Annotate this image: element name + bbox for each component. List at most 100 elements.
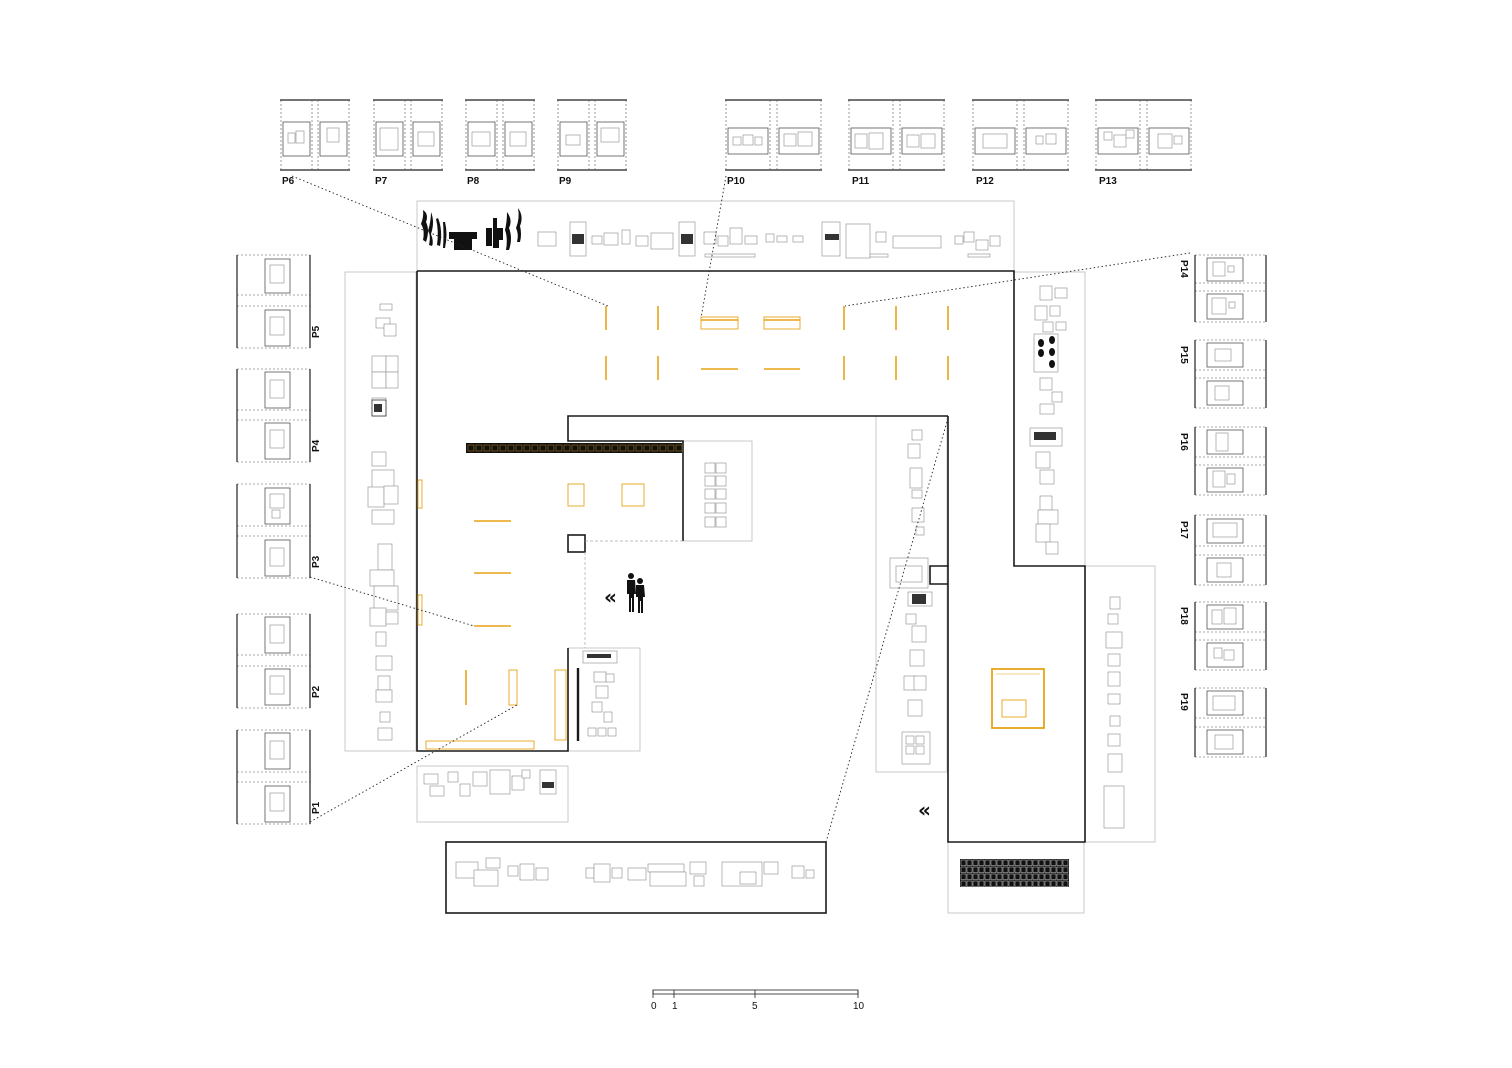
bench-tile [475, 444, 483, 452]
elevation-label-p7: P7 [375, 176, 388, 187]
seat [984, 866, 991, 873]
seat [960, 880, 967, 887]
elevation-label-p1: P1 [311, 801, 322, 814]
bench-tile [515, 444, 523, 452]
seat [996, 880, 1003, 887]
seat [1044, 866, 1051, 873]
seat [1044, 859, 1051, 866]
elevations-right: P14 P15 P16 P17 P18 P19 [1178, 254, 1267, 758]
bench-tile [499, 444, 507, 452]
seat [1026, 873, 1033, 880]
seat [1062, 859, 1069, 866]
bench-tile [523, 444, 531, 452]
seat [996, 859, 1003, 866]
seat [1002, 866, 1009, 873]
figure-group-icon [1038, 336, 1055, 368]
bench-tile [467, 444, 475, 452]
seat [966, 866, 973, 873]
elevation-label-p18: P18 [1178, 607, 1189, 625]
seat [996, 873, 1003, 880]
seat [1062, 880, 1069, 887]
elevation-label-p14: P14 [1178, 260, 1189, 278]
seat [1056, 873, 1063, 880]
seat [960, 866, 967, 873]
bench-tile [659, 444, 667, 452]
bottom-left-display-block [416, 765, 569, 823]
seat [1014, 859, 1021, 866]
walls [416, 270, 1086, 914]
bench-tile [611, 444, 619, 452]
elevation-label-p17: P17 [1178, 521, 1189, 539]
seat [984, 880, 991, 887]
bench-tile [491, 444, 499, 452]
scale-bar: 0 1 5 10 [651, 989, 865, 1012]
scale-tick-5: 5 [752, 1001, 758, 1012]
seat [966, 873, 973, 880]
elevations-left: P5 P4 P3 P2 P1 [236, 254, 322, 825]
bench-tile [571, 444, 579, 452]
scale-tick-10: 10 [853, 1001, 865, 1012]
bench-tile [619, 444, 627, 452]
elevation-label-p16: P16 [1178, 433, 1189, 451]
double-chevron-left-icon: « [604, 585, 617, 609]
seat [1056, 880, 1063, 887]
seat [1050, 880, 1057, 887]
seat [1056, 859, 1063, 866]
bench-tile [603, 444, 611, 452]
bench-tile [483, 444, 491, 452]
elevation-label-p15: P15 [1178, 346, 1189, 364]
elevation-p7 [373, 99, 443, 171]
seat [1032, 859, 1039, 866]
bench-tile [643, 444, 651, 452]
bottom-display-strip [445, 841, 827, 914]
elevation-label-p10: P10 [727, 176, 745, 187]
scale-tick-0: 0 [651, 1001, 657, 1012]
display-items [367, 221, 1125, 887]
elevation-label-p12: P12 [976, 176, 994, 187]
seat [1014, 866, 1021, 873]
seat [1038, 873, 1045, 880]
seat [1050, 859, 1057, 866]
elevations-top: P6 P7 P8 P9 P10 P11 P12 P13 [280, 99, 1192, 187]
info-panels [371, 234, 1056, 788]
leader-lines [291, 175, 1191, 843]
seat [1056, 866, 1063, 873]
seat [1032, 880, 1039, 887]
elevation-p11 [848, 99, 945, 171]
people-silhouette-icon [627, 573, 645, 613]
bench-tile [675, 444, 683, 452]
seat [978, 873, 985, 880]
seat [1014, 873, 1021, 880]
elevation-p9 [557, 99, 627, 171]
elevation-label-p13: P13 [1099, 176, 1117, 187]
seat [1050, 866, 1057, 873]
elevation-p10 [725, 99, 822, 171]
elevation-label-p4: P4 [311, 439, 322, 452]
seat [1032, 866, 1039, 873]
elevation-label-p6: P6 [282, 176, 295, 187]
column [567, 534, 586, 553]
seat [1002, 880, 1009, 887]
seating-grid [960, 859, 1069, 887]
elevation-p13 [1095, 99, 1192, 171]
seat [990, 866, 997, 873]
seat [1044, 880, 1051, 887]
seat [972, 859, 979, 866]
elevation-label-p3: P3 [311, 555, 322, 568]
central-pavilion [991, 668, 1045, 729]
seat [1020, 859, 1027, 866]
seat [978, 866, 985, 873]
seat [978, 880, 985, 887]
scale-tick-1: 1 [672, 1001, 678, 1012]
bench-tile [627, 444, 635, 452]
seat [990, 873, 997, 880]
seat [1008, 880, 1015, 887]
bench-tile [587, 444, 595, 452]
elevation-p12 [972, 99, 1069, 171]
seat [1050, 873, 1057, 880]
display-zones [344, 200, 1156, 914]
seat [1038, 866, 1045, 873]
seat [1038, 880, 1045, 887]
double-chevron-left-icon: « [918, 798, 931, 822]
